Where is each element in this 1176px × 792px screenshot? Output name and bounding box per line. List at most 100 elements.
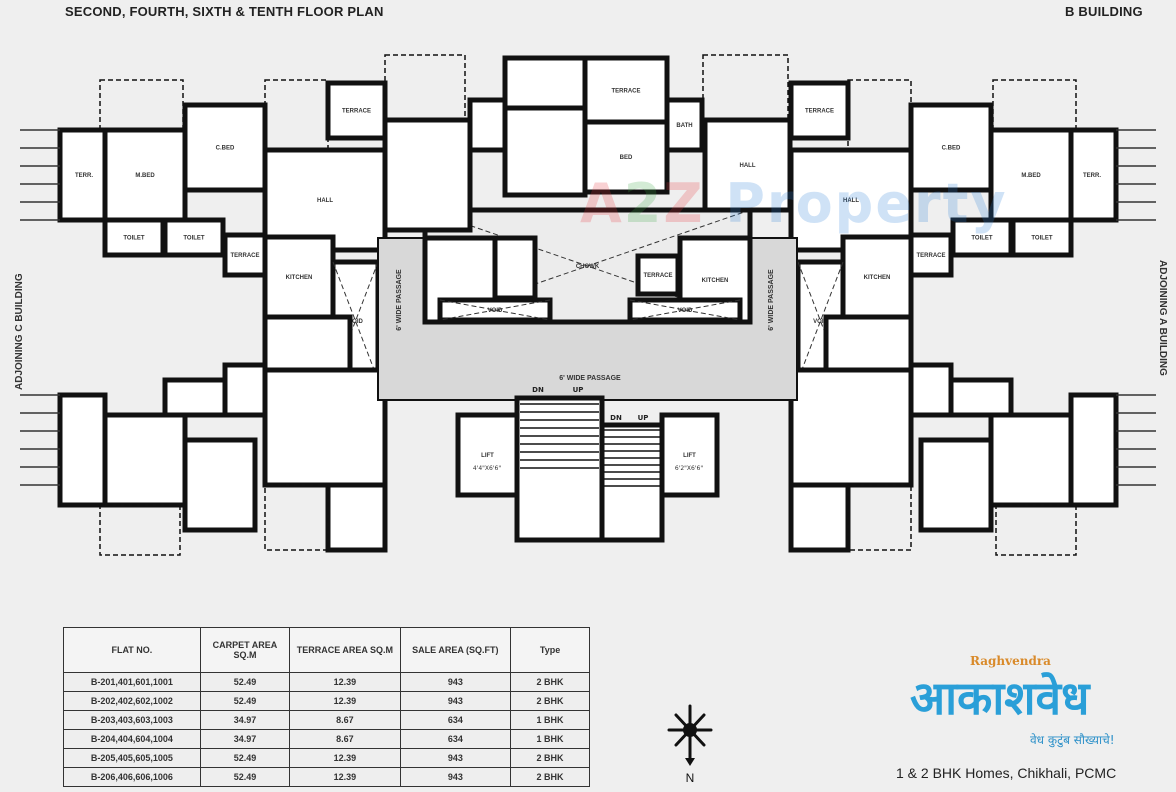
room-label-bath: BATH [676,123,692,129]
logo-brand: Raghvendra [970,654,1051,668]
void-cross [629,299,741,321]
table-cell: 12.39 [289,748,401,768]
room-space [948,377,1014,418]
table-cell: 2 BHK [510,767,590,787]
room-space [788,367,914,488]
adjoining-a-building-label: ADJOINING A BUILDING [1157,260,1168,376]
table-cell: 943 [399,672,512,692]
room-label-terrace: TERRACE [611,89,640,95]
room-label-cbed: C.BED [942,146,961,152]
room-terrace [635,253,681,297]
void-cross [424,209,751,323]
table-cell: 8.67 [289,729,401,749]
stair-up-label: UP [573,386,584,394]
room-label-terrace: TERRACE [916,253,945,259]
room-label-mbed: M.BED [135,173,155,179]
room-label-void: VOID [488,308,503,314]
project-logo: आकाशवेध Raghvendra वेध कुटुंब सौख्याचे! … [890,654,1170,792]
room-space [264,484,329,551]
north-label: N [686,771,695,785]
area-table: FLAT NO. CARPET AREA SQ.M TERRACE AREA S… [63,627,590,787]
building-label: B BUILDING [1065,4,1143,19]
table-cell: 34.97 [199,729,291,749]
room-cbed [908,102,994,193]
table-cell: 634 [399,710,512,730]
col-carpet-area: CARPET AREA SQ.M [199,627,291,673]
room-hall [702,117,793,213]
room-label-void: VOID [678,308,693,314]
room-label-terrace: TERRACE [342,109,371,115]
room-space [599,422,665,543]
room-label-mbed: M.BED [1021,173,1041,179]
logo-subtitle: 1 & 2 BHK Homes, Chikhali, PCMC [896,765,1117,781]
void-cross [797,261,844,381]
room-space [57,392,108,508]
stair-up-label: UP [638,414,649,422]
logo-name: आकाशवेध [910,671,1090,725]
room-space [702,54,789,121]
table-cell: B-206,406,606,1006 [63,767,201,787]
room-label-chowk: CHOWK [576,264,600,270]
table-cell: B-202,402,602,1002 [63,691,201,711]
room-space [262,367,388,488]
col-terrace-area: TERRACE AREA SQ.M [289,627,401,673]
room-label-hall: HALL [317,198,333,204]
room-bath [664,97,705,153]
room-space [182,437,258,533]
room-space [492,235,538,301]
room-space [162,377,228,418]
room-space [918,437,994,533]
table-cell: 2 BHK [510,691,590,711]
room-space [992,79,1077,131]
room-space [1068,392,1119,508]
room-label-void: VOID [813,319,828,325]
room-kitchen [840,234,914,320]
room-toilet [950,217,1014,258]
table-cell: B-205,405,605,1005 [63,748,201,768]
room-space [384,54,466,121]
room-label-toilet: TOILET [183,236,205,242]
room-space [382,117,473,233]
room-label-terrace: TERRACE [805,109,834,115]
room-space [99,79,184,131]
stair-dn-label: DN [610,414,622,422]
room-terrace [325,80,388,141]
room-terr [57,127,111,223]
plan-title: SECOND, FOURTH, SIXTH & TENTH FLOOR PLAN [65,4,384,19]
room-label-bed: BED [620,155,633,161]
lift-size-label: 4'4"X6'6" [473,465,501,472]
room-lift [659,412,720,498]
room-label-terrace: TERRACE [230,253,259,259]
table-cell: 34.97 [199,710,291,730]
room-space [502,55,588,111]
void-cross [439,299,551,321]
room-space [99,504,181,556]
room-space [988,412,1074,508]
room-label-void: VOID [348,319,363,325]
table-cell: B-204,404,604,1004 [63,729,201,749]
table-cell: 52.49 [199,672,291,692]
room-label-kitchen: KITCHEN [864,275,891,281]
watermark: A2Z Property [580,172,1008,235]
room-space [222,362,268,418]
room-space [823,314,914,380]
room-space [847,79,912,151]
table-cell: 943 [399,767,512,787]
table-cell: 1 BHK [510,729,590,749]
table-cell: 8.67 [289,710,401,730]
room-bed [582,119,670,195]
room-space [502,102,588,198]
table-cell: B-201,401,601,1001 [63,672,201,692]
table-cell: 52.49 [199,691,291,711]
room-terrace [788,80,851,141]
room-space [264,79,329,151]
col-type: Type [510,627,590,673]
table-cell: 52.49 [199,767,291,787]
passage-label: 6' WIDE PASSAGE [396,269,403,331]
table-cell: 12.39 [289,691,401,711]
adjoining-c-building-label: ADJOINING C BUILDING [14,273,25,390]
